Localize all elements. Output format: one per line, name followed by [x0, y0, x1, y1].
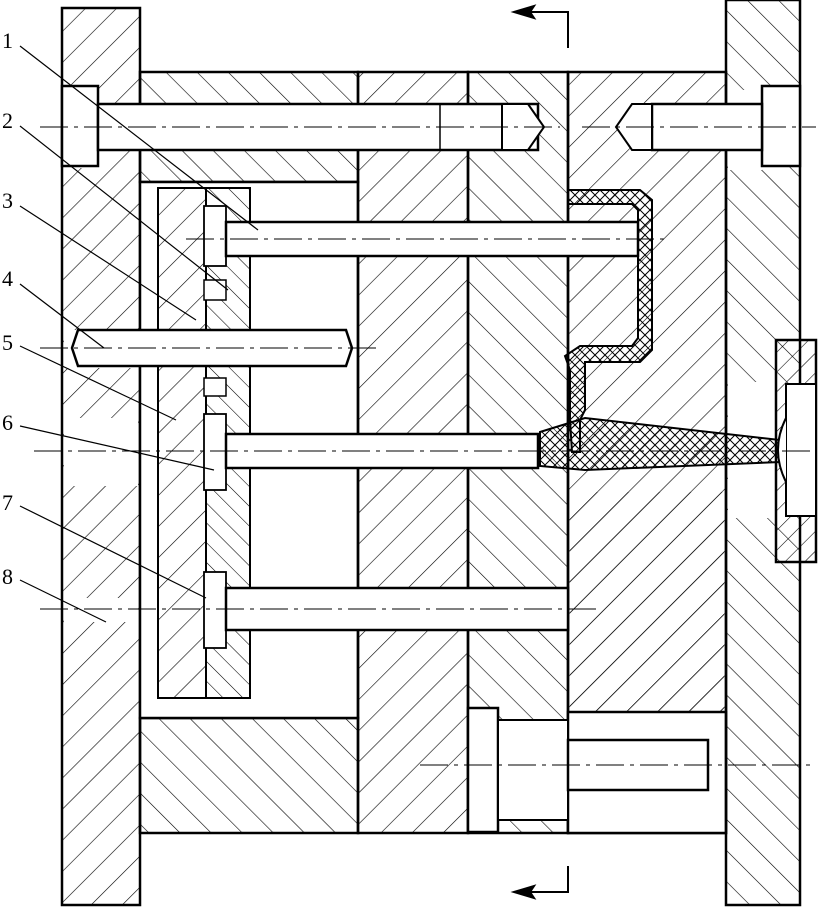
- leader-lines: [19, 45, 259, 623]
- pin-4: [70, 328, 354, 368]
- callout-4: 4: [2, 266, 13, 291]
- callout-8: 8: [2, 564, 13, 589]
- callout-6: 6: [2, 410, 13, 435]
- callout-3: 3: [2, 188, 13, 213]
- screw-bottom: [466, 706, 710, 834]
- callout-2: 2: [2, 108, 13, 133]
- callout-7: 7: [2, 490, 13, 515]
- callout-labels: 1 2 3 4 5 6 7 8: [2, 28, 13, 589]
- section-arrows: [510, 4, 569, 900]
- callout-1: 1: [2, 28, 13, 53]
- center-lines: [34, 126, 816, 766]
- callout-5: 5: [2, 330, 13, 355]
